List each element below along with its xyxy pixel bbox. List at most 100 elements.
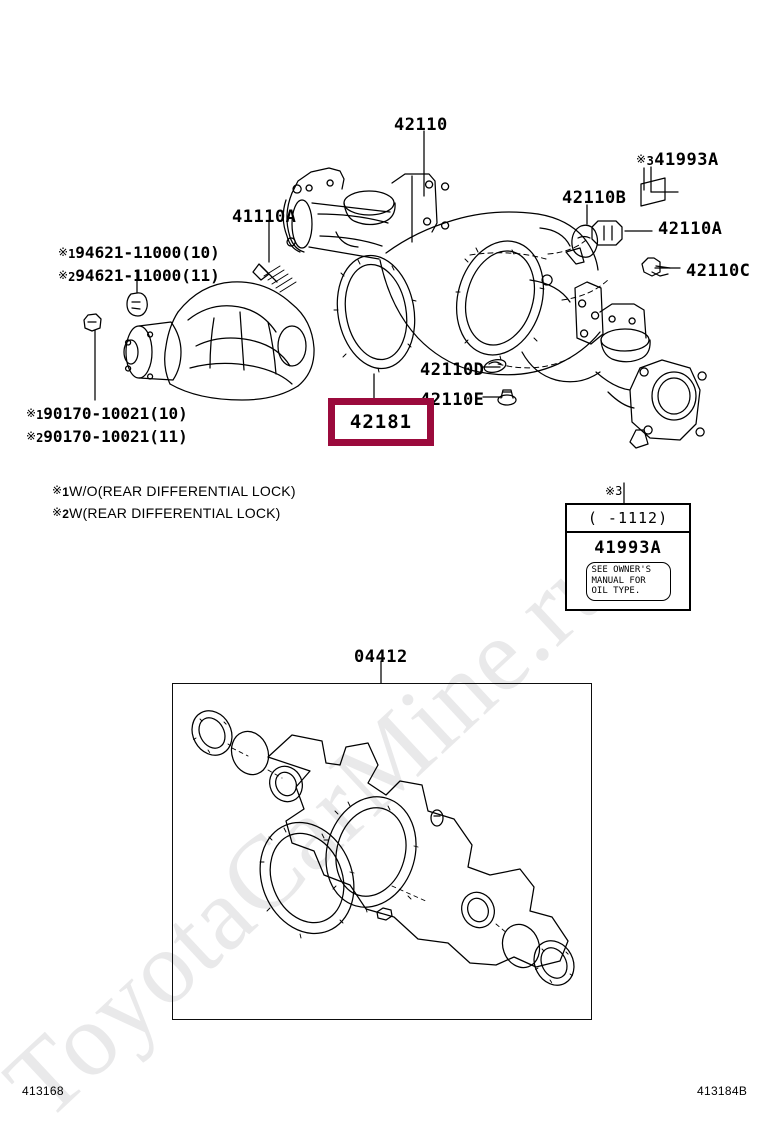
footer-code-right: 413184B [697,1084,748,1098]
pinion-flange-inner [123,339,139,365]
gasket-42181-inner [344,263,408,361]
diagram-artwork [83,130,707,986]
plug-94621-slot2 [131,307,141,310]
detail-panel-41993A: ( -1112) 41993A SEE OWNER'S MANUAL FOR O… [565,503,691,611]
part-label-42110A[interactable]: 42110A [658,219,723,239]
selected-part-highlight-42181[interactable]: 42181 [328,398,434,446]
grommet-42110B [571,224,599,258]
part-label-04412[interactable]: 04412 [354,647,408,667]
carrier-rib-3 [189,362,293,385]
reference-mark-icon: ※ [52,505,63,519]
rear-bracket-hole-3 [580,329,589,338]
variant-part-94621-11[interactable]: ※294621-11000(11) [58,266,220,285]
spring-seat-right [600,328,650,352]
reference-mark-icon: ※ [26,406,37,420]
right-arm-2 [607,391,635,409]
part-number-text: 41993A [654,150,719,170]
center-opening-bolt-marks [455,247,545,361]
part-label-41110A[interactable]: 41110A [232,207,297,227]
part-number-text: 90170-10021(11) [43,427,188,446]
housing-small-tab [565,247,585,265]
part-label-42110B[interactable]: 42110B [562,188,627,208]
rear-bracket-hole-2 [591,311,600,320]
kit-seal-bottomright-holes [534,948,574,984]
reference-mark-number: 2 [68,270,76,284]
right-lower-tab [629,429,649,449]
kit-seal-bottomright-outer [533,940,575,986]
part-label-41993A-callout[interactable]: ※341993A [636,150,719,170]
stud-41110A-head [252,263,270,281]
housing-top-right [537,213,599,271]
carrier-bottom-shell [169,383,299,401]
axle-left-flange-inner [286,192,305,253]
axle-tube-mid [317,213,389,224]
spring-seat-top [343,190,395,216]
gasket-42181-outer [336,254,416,370]
detail-panel-part-number[interactable]: 41993A [594,538,662,558]
carrier-left-shell [164,311,179,385]
part-label-42110E[interactable]: 42110E [420,390,485,410]
housing-lower-right [557,331,601,365]
housing-left-lower [379,259,471,371]
axle-flange-hole-3 [643,425,653,435]
axle-flange-hole-1 [639,367,649,377]
carrier-rib-v3 [267,321,277,375]
housing-top-edge [385,211,539,254]
kit-gasket-left-outer [259,821,355,935]
variant-part-90170-10[interactable]: ※190170-10021(10) [26,404,188,423]
rub-hole-1 [608,315,616,323]
part-number-text: 90170-10021(10) [43,404,188,423]
kit-small-plug [376,907,393,921]
housing-right-rib [529,279,571,303]
kit-seal-lower-mid-inner [467,897,489,923]
reference-mark-icon: ※ [636,152,647,166]
part-label-42110C[interactable]: 42110C [686,261,751,281]
tag-41993A-flag [640,177,666,207]
part-label-42110D[interactable]: 42110D [420,360,485,380]
variant-part-94621-10[interactable]: ※194621-11000(10) [58,243,220,262]
reference-mark-number: 2 [36,431,44,445]
legend-note-2: ※2W(REAR DIFFERENTIAL LOCK) [52,505,281,521]
pinion-hole-2 [124,365,132,372]
reference-mark-number: 1 [68,247,76,261]
plug-94621 [126,292,148,317]
kit-oring-topleft [230,730,270,776]
kit-oring-bottomright [501,923,541,969]
stud-41110A-threads [263,265,297,293]
flange-lug-1 [292,184,302,194]
pinion-hole-3 [146,331,154,338]
housing-right-fin-2 [555,371,601,383]
footer-code-left: 413168 [22,1084,64,1098]
reference-mark-icon: ※ [605,484,616,498]
carrier-right-bulge [277,325,307,367]
bracket-hole-3 [423,217,432,226]
legend-note-text: W(REAR DIFFERENTIAL LOCK) [69,505,281,521]
spring-seat-skirt [335,231,359,248]
selected-part-number: 42181 [349,411,413,433]
variant-part-90170-11[interactable]: ※290170-10021(11) [26,427,188,446]
detail-panel-date-range: ( -1112) [567,505,689,533]
plug-42110E-base [497,394,517,406]
washer-42110D [483,358,507,374]
reference-mark-number: 1 [62,485,70,499]
pinion-hole-4 [146,373,154,380]
plug-90170 [83,313,102,332]
housing-center-opening-outer [455,240,545,356]
oil-tag-line-2: MANUAL FOR [591,575,646,586]
legend-note-1: ※1W/O(REAR DIFFERENTIAL LOCK) [52,483,296,499]
gasket-42181-bolt-marks [333,259,417,373]
kit-seal-upper-mid-outer [269,765,303,803]
axle-left-flange-left [282,199,301,253]
housing-bracket-top [391,173,438,233]
detail-panel-reference-mark: ※3 [605,484,622,498]
carrier-rib-v2 [239,311,245,371]
plug-42110E-body [500,389,514,399]
axle-flange-hole-4 [695,427,705,437]
part-number-text: 94621-11000(10) [75,243,220,262]
carrier-rib-v1 [209,317,215,369]
hidden-lines-group [469,239,611,369]
reference-mark-number: 2 [62,507,70,521]
part-label-42110[interactable]: 42110 [394,115,448,135]
pinion-snout [138,321,182,381]
housing-lower-mid [469,363,559,376]
